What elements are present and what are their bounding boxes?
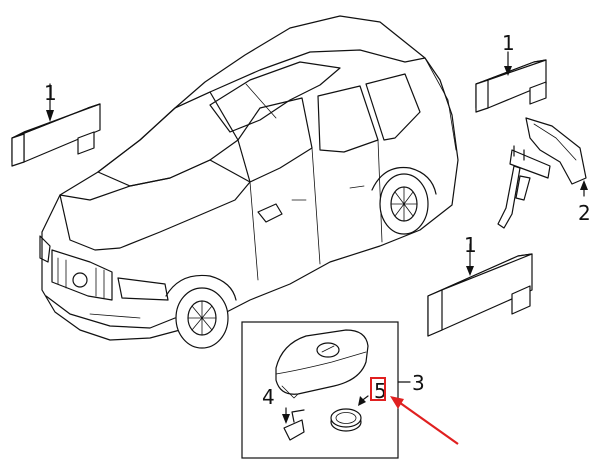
callout-arrowhead-mid-right [466,266,474,276]
module-top-left-top-face [11,103,101,139]
vehicle-front-bumper [45,295,176,329]
blade-shaft [291,409,305,423]
remote-key-fob [275,329,369,399]
vehicle-rear-wheel-arch [371,166,437,195]
emergency-key-blade [282,407,305,441]
callout-arrowhead-bracket [580,180,588,190]
vehicle-back-window [365,73,421,141]
fob-button [316,342,340,358]
vehicle-front-wheel-arch [165,274,237,301]
vehicle-rear-spokes [390,186,418,222]
fob-seam [275,351,367,375]
vehicle-hood [59,159,251,251]
callout-arrowhead-blade [282,414,290,424]
highlight-pointer-arrow [390,396,459,445]
coin-cell-battery [330,395,369,432]
callout-label-key-kit: 3 [412,371,425,395]
callout-arrowhead-battery [358,396,366,406]
battery-callout-highlight-box [370,377,386,401]
vehicle-illustration [39,15,459,349]
vehicle-rear-window [317,85,379,153]
antenna-module-top-right [475,51,547,113]
vehicle-headlight-left [117,277,169,301]
key-kit-box [241,321,411,459]
fob-button-mark [321,345,335,353]
callout-arrowhead-top-right [504,66,512,76]
antenna-module-top-left [11,83,101,167]
callout-label-bracket: 2 [578,201,591,225]
callout-arrowhead-top-left [46,110,54,122]
callout-label-module-top-right: 1 [502,31,515,55]
bracket-upper-plate [525,117,587,185]
callout-label-battery: 5 [374,379,387,403]
fob-body [275,329,369,395]
battery-inner-ring [335,412,357,424]
pointer-arrow-shaft [395,399,459,445]
vehicle-headlight-right [39,235,51,263]
antenna-module-mid-right [427,243,533,337]
pointer-arrow-head [390,396,404,409]
vehicle-side-mirror [257,203,283,223]
vehicle-door-seams [249,139,383,281]
vehicle-door-handles [291,185,365,201]
callout-label-module-mid-right: 1 [464,233,477,257]
callout-label-module-top-left: 1 [44,81,57,105]
vehicle-grille [51,249,113,301]
module-top-right-connector [529,81,547,105]
bracket-cross-arm [509,149,551,179]
fob-key-ring [281,385,299,399]
blade-head [283,419,305,441]
module-mid-right-end-face [427,289,443,337]
vehicle-body-outline [41,15,459,341]
callout-label-key-blade: 4 [262,385,275,409]
mounting-bracket [497,117,588,229]
bracket-pins [513,145,525,161]
vehicle-bumper-intake [89,313,141,319]
vehicle-rear-pillar [424,57,457,151]
key-kit-frame [241,321,399,459]
battery-top [330,408,362,428]
vehicle-front-spokes [187,300,217,336]
vehicle-sunroof-split [245,83,277,119]
module-top-left-connector [77,131,95,155]
vehicle-grille-bars [57,257,105,299]
module-top-right-end-face [475,79,489,113]
bracket-tab [515,175,531,201]
module-mid-right-connector [511,285,531,315]
bracket-rib [533,123,577,161]
vehicle-windshield [97,91,239,187]
bracket-lower-leg [497,165,521,229]
vehicle-logo-badge [72,272,88,288]
vehicle-sunroof [209,61,341,133]
module-top-left-end-face [11,133,25,167]
